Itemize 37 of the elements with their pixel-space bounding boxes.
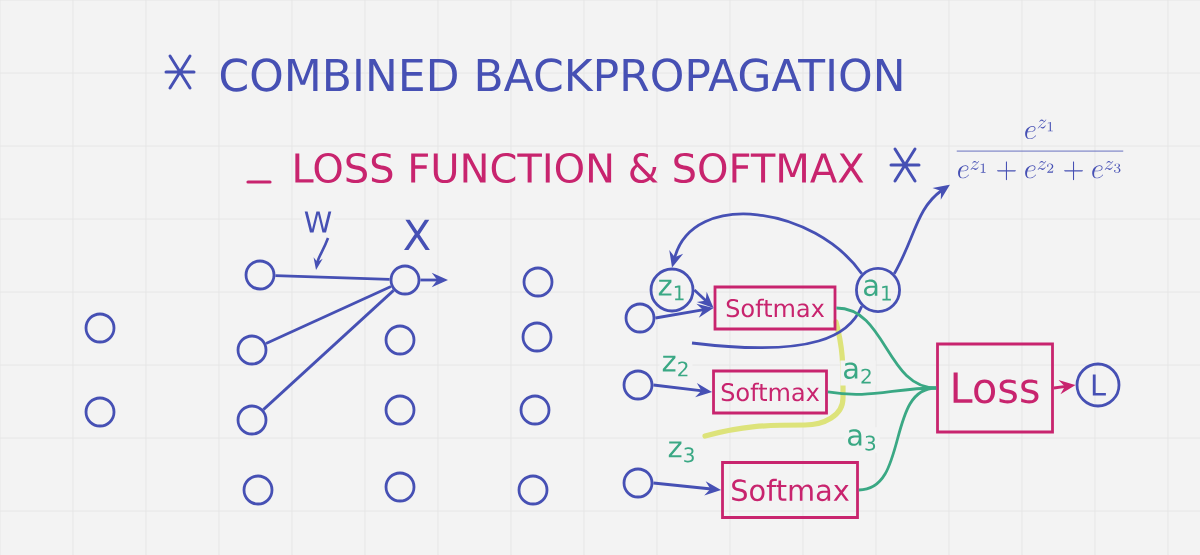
- circled-label: a$_{1}$: [855, 267, 901, 313]
- neuron-circle: [84, 312, 116, 344]
- softmax-box: Softmax: [713, 285, 837, 331]
- connector-line: [836, 306, 937, 390]
- neuron-circle: [622, 467, 654, 499]
- neuron-circle: [236, 404, 268, 436]
- subtitle: LOSS FUNCTION & SOFTMAX: [295, 152, 864, 184]
- neuron-circle: [622, 369, 654, 401]
- connector-line: [691, 305, 864, 349]
- neuron-circle: [389, 264, 421, 296]
- node-label: X: [404, 219, 430, 251]
- loss-box: Loss: [936, 342, 1054, 434]
- neuron-circle: [521, 321, 553, 353]
- softmax-box: Softmax: [712, 369, 828, 415]
- edge-label: a$_{2}$: [840, 360, 876, 386]
- neuron-circle: [84, 396, 116, 428]
- circled-label: L: [1075, 362, 1121, 408]
- softmax-box: Softmax: [721, 461, 859, 519]
- neuron-circle: [242, 474, 274, 506]
- connector-line: [265, 285, 392, 345]
- neuron-circle: [517, 474, 549, 506]
- connector-line: [858, 386, 937, 492]
- connector-line: [275, 274, 390, 281]
- edge-label: a$_{3}$: [844, 427, 880, 453]
- neuron-circle: [384, 324, 416, 356]
- neuron-circle: [236, 334, 268, 366]
- neuron-circle: [519, 394, 551, 426]
- neuron-circle: [624, 302, 656, 334]
- neuron-circle: [244, 259, 276, 291]
- neuron-circle: [384, 471, 416, 503]
- neuron-circle: [522, 266, 554, 298]
- formula: $\frac{e^{z_1}}{e^{z_1}+e^{z_2}+e^{z_3}}$: [956, 119, 1124, 181]
- connector-line: [262, 289, 395, 411]
- edge-label: W: [301, 209, 335, 235]
- title: COMBINED BACKPROPAGATION: [220, 58, 902, 92]
- circled-label: z$_{1}$: [649, 267, 695, 313]
- neuron-circle: [384, 394, 416, 426]
